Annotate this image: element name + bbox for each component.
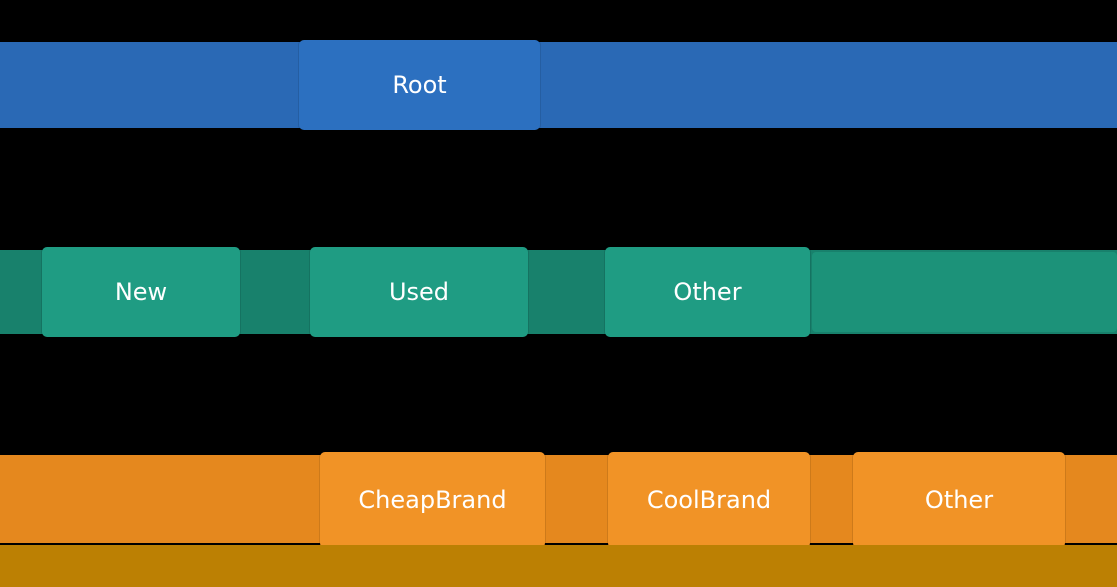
node-label: New bbox=[114, 278, 168, 306]
node-box-coolbrand: CoolBrand bbox=[608, 452, 810, 548]
level-2-condition-segment bbox=[812, 252, 1117, 332]
node-label: CoolBrand bbox=[646, 486, 772, 514]
node-label: Root bbox=[392, 71, 447, 99]
node-box-other: Other bbox=[605, 247, 810, 337]
node-box-used: Used bbox=[310, 247, 528, 337]
node-label: Other bbox=[924, 486, 994, 514]
node-box-root: Root bbox=[299, 40, 540, 130]
node-box-new: New bbox=[42, 247, 240, 337]
level-4-partial-band bbox=[0, 545, 1117, 587]
node-label: Other bbox=[673, 278, 742, 306]
node-box-other: Other bbox=[853, 452, 1065, 548]
node-label: Used bbox=[388, 278, 450, 306]
level-1-root-band bbox=[0, 42, 1117, 128]
node-box-cheapbrand: CheapBrand bbox=[320, 452, 545, 548]
node-label: CheapBrand bbox=[358, 486, 507, 514]
